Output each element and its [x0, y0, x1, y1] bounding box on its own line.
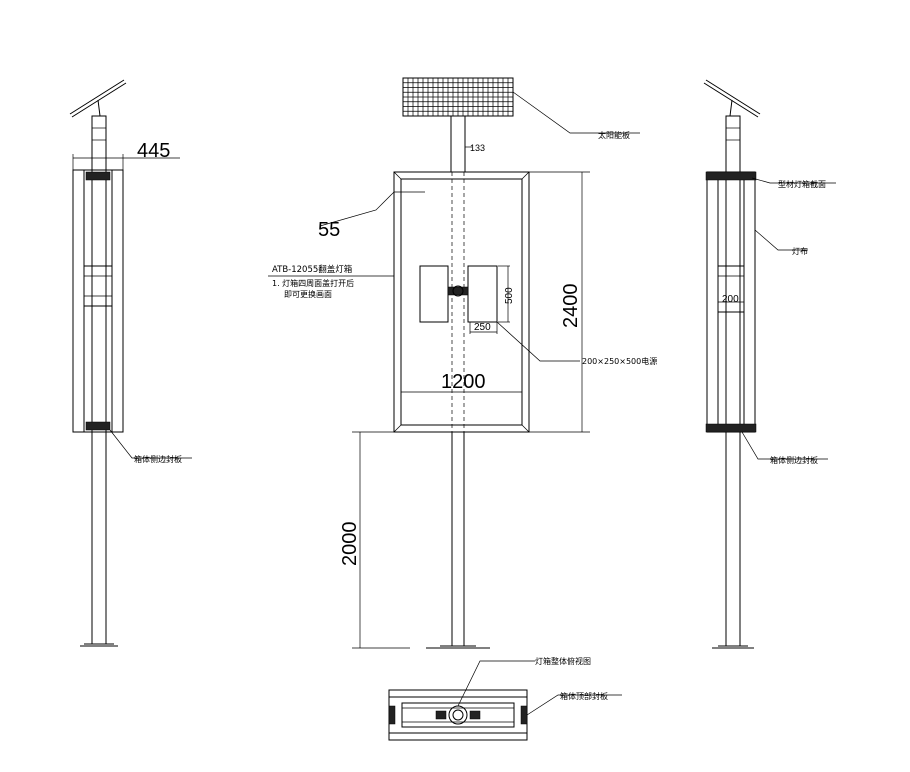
dim-55: 55 — [318, 219, 340, 241]
label-side-cover-right: 箱体侧边封板 — [770, 455, 818, 465]
dim-2400: 2400 — [560, 284, 582, 329]
left-lightbox-side — [72, 169, 124, 433]
dim-1200: 1200 — [441, 371, 486, 393]
lightbox-outer-frame — [393, 171, 530, 433]
label-side-cover-left: 箱体侧边封板 — [134, 454, 182, 464]
label-lightbox-note-1: 1. 灯箱四周面盖打开后 — [272, 278, 354, 288]
dim-445: 445 — [137, 140, 170, 162]
label-solar-panel: 太阳能板 — [598, 130, 630, 140]
right-solar-panel — [705, 79, 761, 115]
power-box-right — [467, 265, 498, 323]
dim-250: 250 — [474, 322, 491, 333]
label-light-cloth: 灯布 — [792, 246, 808, 256]
right-side-view: 200 型材灯箱截面 灯布 箱体侧边封板 — [703, 79, 836, 649]
left-pole-top — [91, 115, 107, 171]
label-top-cover: 箱体顶部封板 — [560, 691, 608, 701]
label-profile-section: 型材灯箱截面 — [778, 179, 826, 189]
label-top-view: 灯箱整体俯视图 — [535, 656, 591, 666]
power-box-left — [419, 265, 449, 323]
front-view: 太阳能板 133 500 250 200×250×500电源 55 — [268, 77, 657, 649]
top-view: 灯箱整体俯视图 箱体顶部封板 — [388, 656, 622, 741]
dim-133: 133 — [470, 143, 485, 153]
left-side-view: 445 箱体侧边封板 — [69, 79, 192, 647]
dim-200: 200 — [722, 294, 739, 305]
label-lightbox-note-2: 即可更换画面 — [284, 289, 332, 299]
dim-2000: 2000 — [339, 522, 361, 567]
label-power-supply: 200×250×500电源 — [582, 356, 657, 366]
top-view-pole — [448, 705, 468, 725]
label-lightbox-title: ATB-12055翻盖灯箱 — [272, 264, 353, 275]
lightbox-inner-frame — [400, 178, 523, 426]
dim-500: 500 — [504, 287, 515, 304]
left-solar-panel — [69, 79, 125, 115]
